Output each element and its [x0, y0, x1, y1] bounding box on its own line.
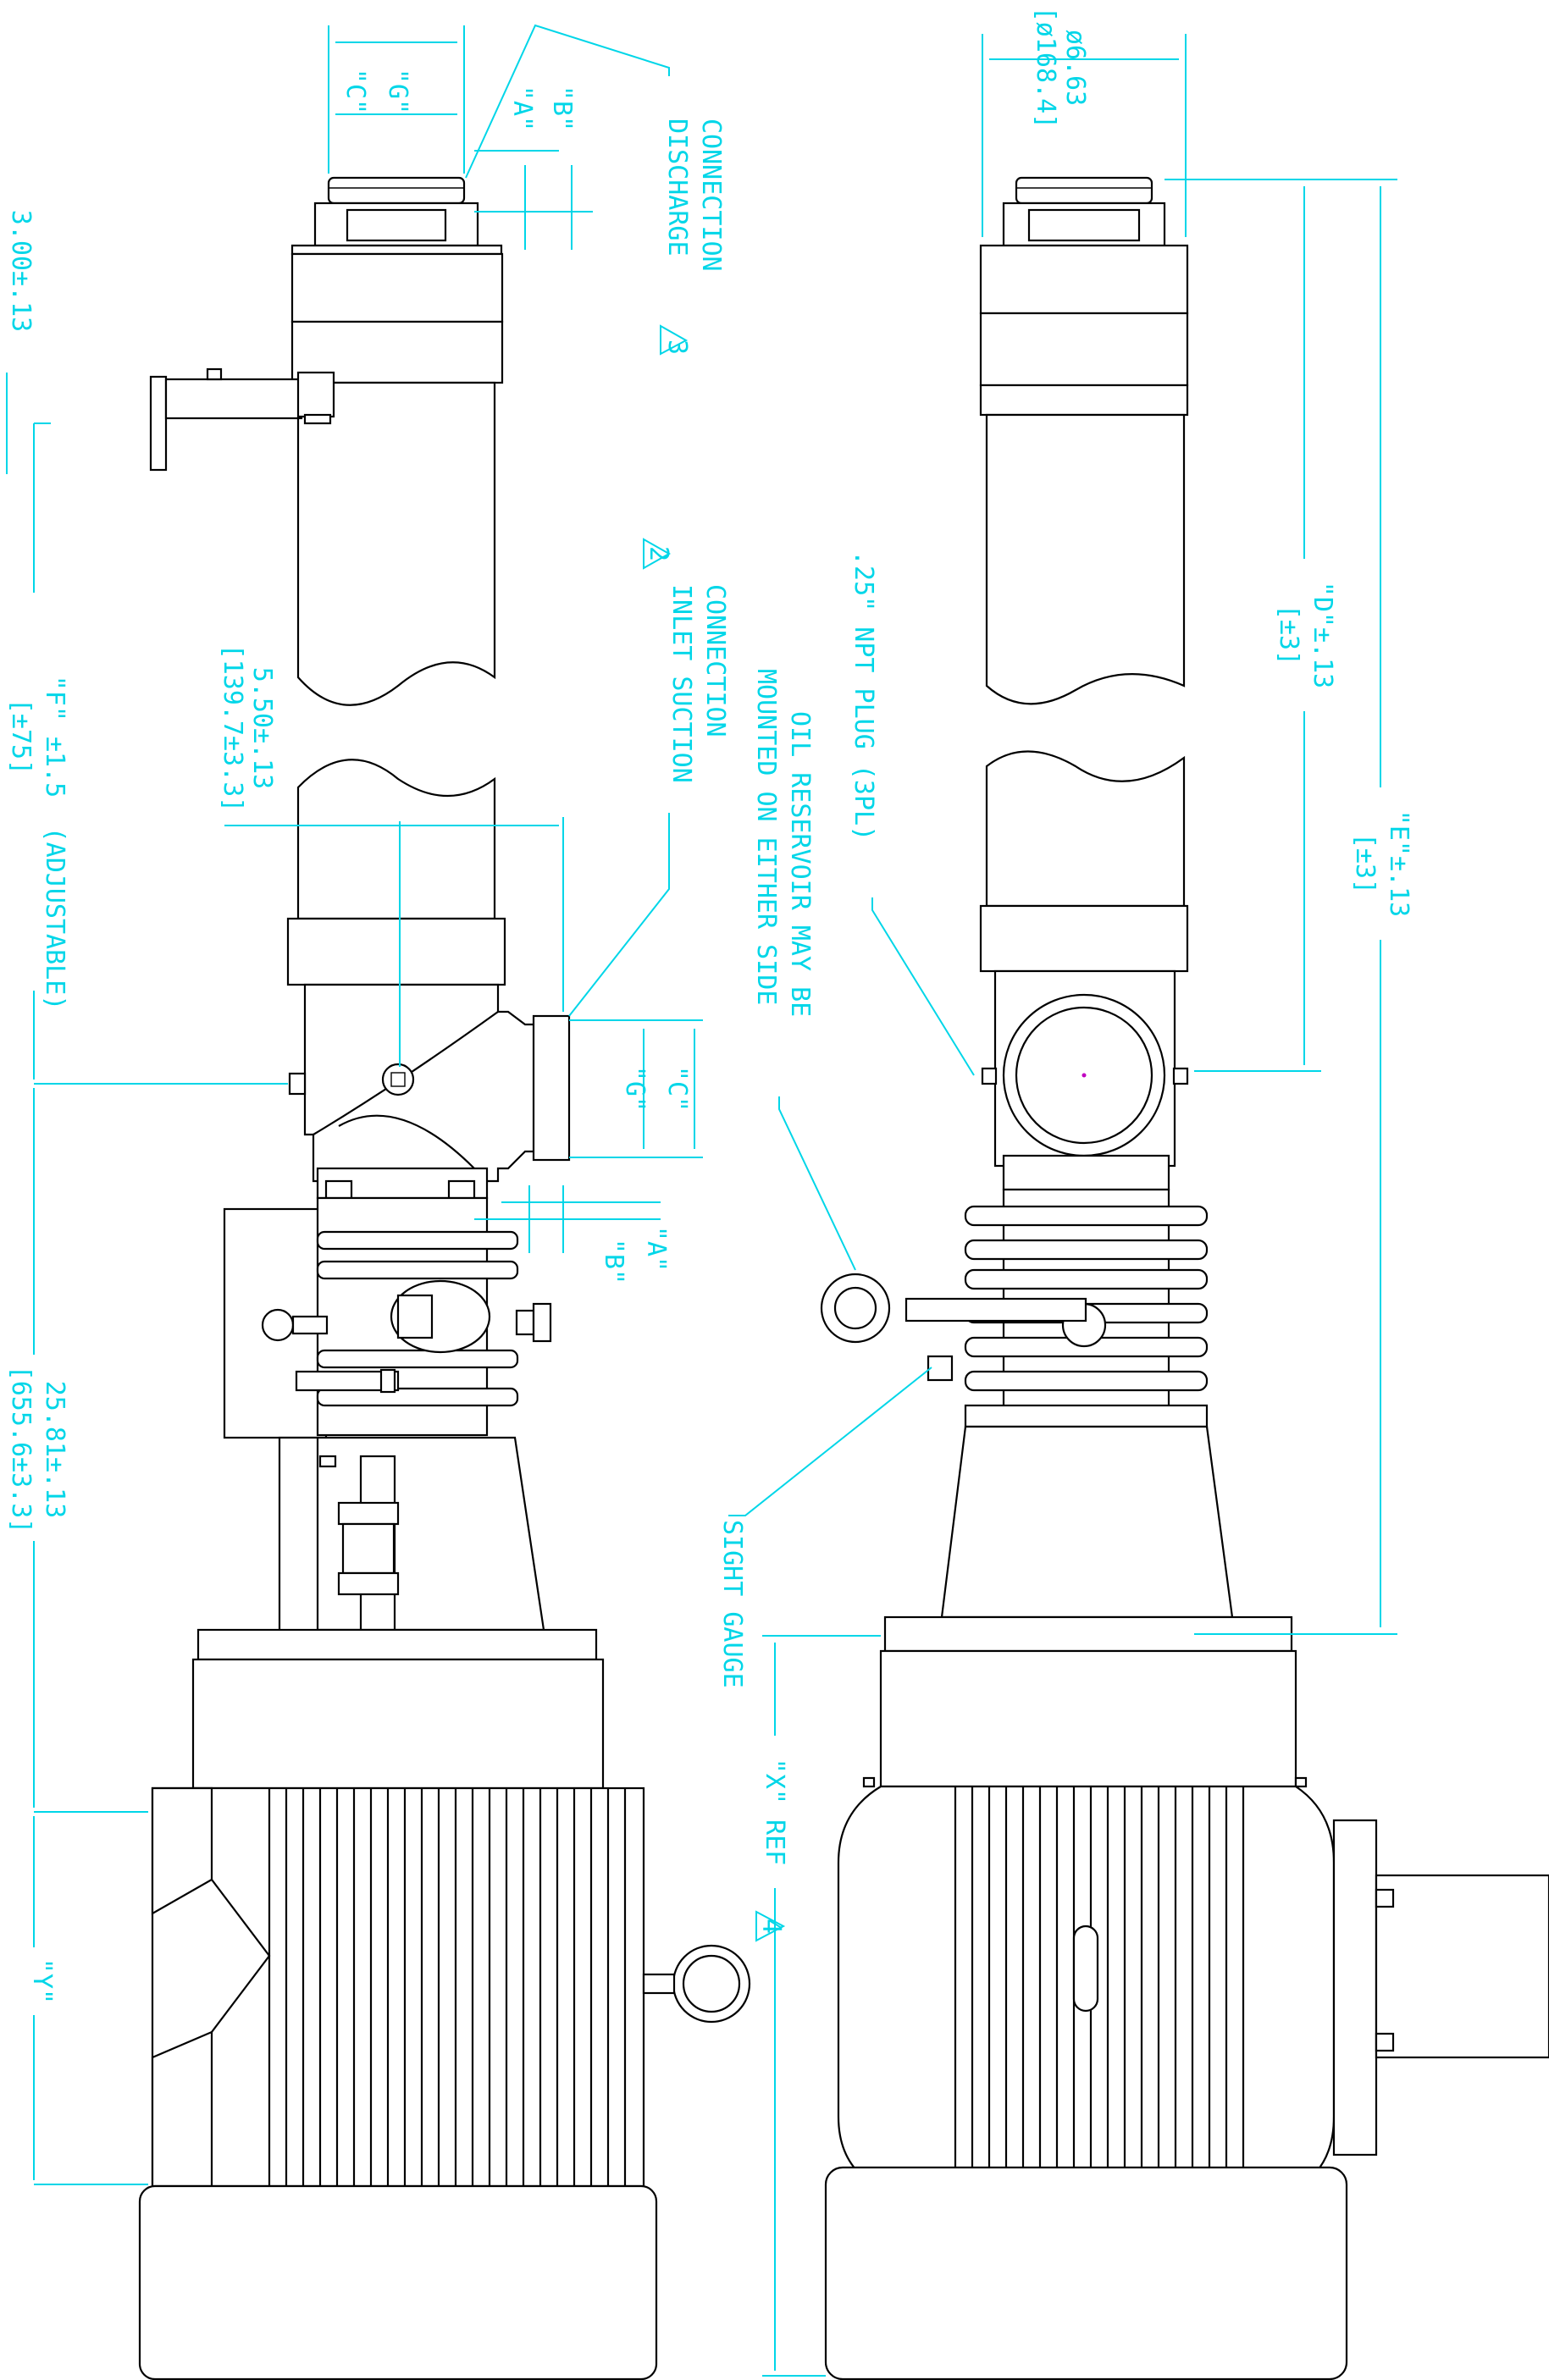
sight-gauge-label: SIGHT GAUGE: [717, 1520, 747, 1688]
dim-e: "E"±.13: [1384, 810, 1413, 917]
motor-fins-left: [268, 1788, 627, 2186]
right-view: [820, 176, 1549, 2380]
left-view: [138, 176, 751, 2380]
discharge-label-2: CONNECTION: [696, 119, 726, 272]
dim-b-top: "B": [547, 86, 577, 131]
npt-plug-label: .25" NPT PLUG (3PL): [849, 550, 878, 841]
cooling-fins-left: [316, 1230, 519, 1407]
dim-f-adjustable: (ADJUSTABLE): [40, 827, 69, 1011]
center-mark: [1082, 1073, 1087, 1078]
inlet-label-2: CONNECTION: [700, 584, 730, 737]
dim-2581-metric: [655.6±3.3]: [6, 1366, 36, 1534]
dim-b-inlet: "B": [599, 1239, 628, 1284]
oil-reservoir-label-2: MOUNTED ON EITHER SIDE: [751, 669, 781, 1005]
dim-d: "D"±.13: [1308, 582, 1337, 688]
dim-g-inlet: "G": [620, 1066, 650, 1112]
dim-g-top: "G": [383, 69, 412, 114]
oil-reservoir-label-1: OIL RESERVOIR MAY BE: [785, 711, 815, 1017]
dim-f: "F" ±1.5: [40, 676, 69, 798]
inlet-note-number: 2: [644, 546, 673, 561]
dim-550-mm: [139.7±3.3]: [218, 644, 247, 813]
dim-a-inlet: "A": [641, 1226, 671, 1272]
dim-c-inlet: "C": [662, 1066, 692, 1112]
discharge-note-number: 3: [662, 340, 692, 355]
dim-a-top: "A": [507, 86, 537, 131]
dim-y: "Y": [27, 1958, 57, 2004]
dim-e-metric: [±3]: [1350, 833, 1380, 894]
dim-f-metric: [±75]: [6, 699, 36, 775]
inlet-label-1: INLET SUCTION: [667, 584, 696, 783]
dim-300: 3.00±.13: [6, 210, 36, 333]
dimension-labels: "C" "G" "A" "B" DISCHARGE CONNECTION 3 I…: [6, 7, 1413, 2004]
dim-d-metric: [±3]: [1274, 605, 1303, 665]
x-note-number: 4: [756, 1919, 786, 1934]
discharge-label-1: DISCHARGE: [662, 119, 692, 257]
dim-c-top: "C": [340, 69, 370, 114]
x-ref-label: "X" REF: [760, 1759, 789, 1865]
diameter-label: ø6.63: [1060, 30, 1090, 106]
dim-2581: 25.81±.13: [40, 1381, 69, 1519]
diameter-metric-label: [ø168.4]: [1031, 7, 1060, 130]
dimension-lines: [6, 24, 1397, 2377]
dim-550-in: 5.50±.13: [247, 667, 277, 790]
